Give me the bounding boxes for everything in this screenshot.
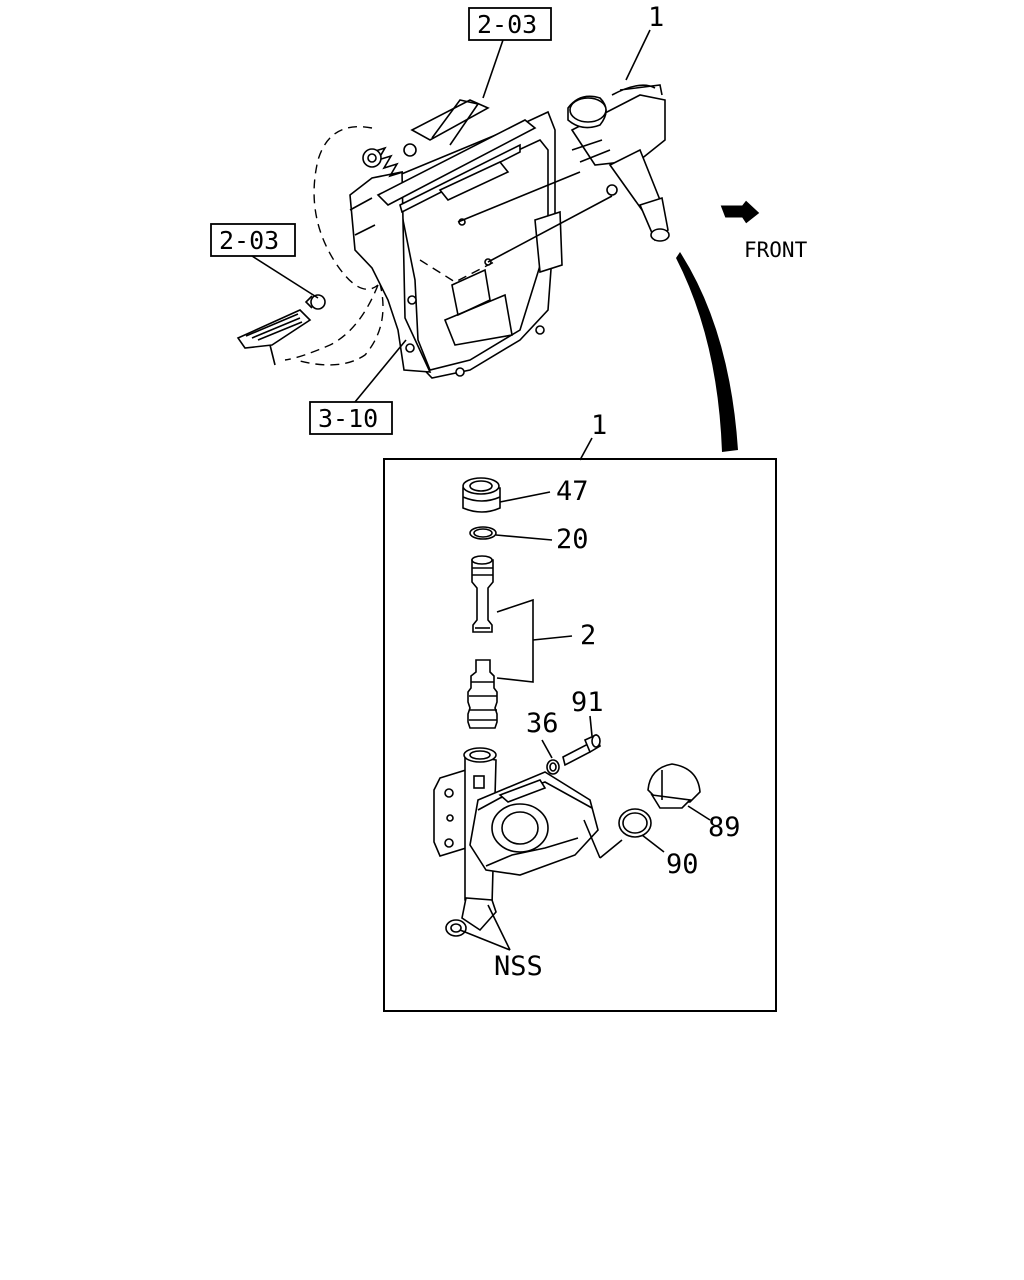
part-91-bolt — [562, 733, 601, 767]
callout-nss[interactable]: NSS — [494, 951, 543, 982]
part-47-cap — [462, 477, 501, 513]
master-cylinder-upper — [567, 84, 670, 242]
callout-1-top[interactable]: 1 — [648, 2, 664, 33]
front-label: FRONT — [744, 238, 808, 262]
callout-47[interactable]: 47 — [556, 476, 589, 507]
front-direction-indicator: FRONT — [719, 199, 808, 262]
master-cylinder-body — [433, 747, 599, 937]
callout-20[interactable]: 20 — [556, 524, 589, 555]
reference-label: 2-03 — [477, 10, 537, 39]
callout-91[interactable]: 91 — [571, 687, 604, 718]
reference-3-10[interactable]: 3-10 — [309, 401, 393, 435]
callout-90[interactable]: 90 — [666, 849, 699, 880]
pedal-bracket-assembly — [236, 99, 563, 379]
detail-frame — [383, 458, 777, 1012]
part-90-seal-ring — [618, 808, 652, 838]
detail-pointer-arrow — [676, 252, 738, 452]
part-36-washer — [546, 759, 560, 775]
reference-label: 3-10 — [318, 404, 378, 433]
part-89-reservoir-cap — [647, 763, 701, 809]
reference-2-03-top[interactable]: 2-03 — [468, 7, 552, 41]
callout-2[interactable]: 2 — [580, 620, 596, 651]
reference-label: 2-03 — [219, 226, 279, 255]
part-20-snap-ring — [469, 526, 497, 540]
callout-89[interactable]: 89 — [708, 812, 741, 843]
reference-2-03-left[interactable]: 2-03 — [210, 223, 296, 257]
part-2-piston-kit — [467, 555, 498, 729]
callout-1-detail[interactable]: 1 — [591, 410, 607, 441]
callout-36[interactable]: 36 — [526, 708, 559, 739]
